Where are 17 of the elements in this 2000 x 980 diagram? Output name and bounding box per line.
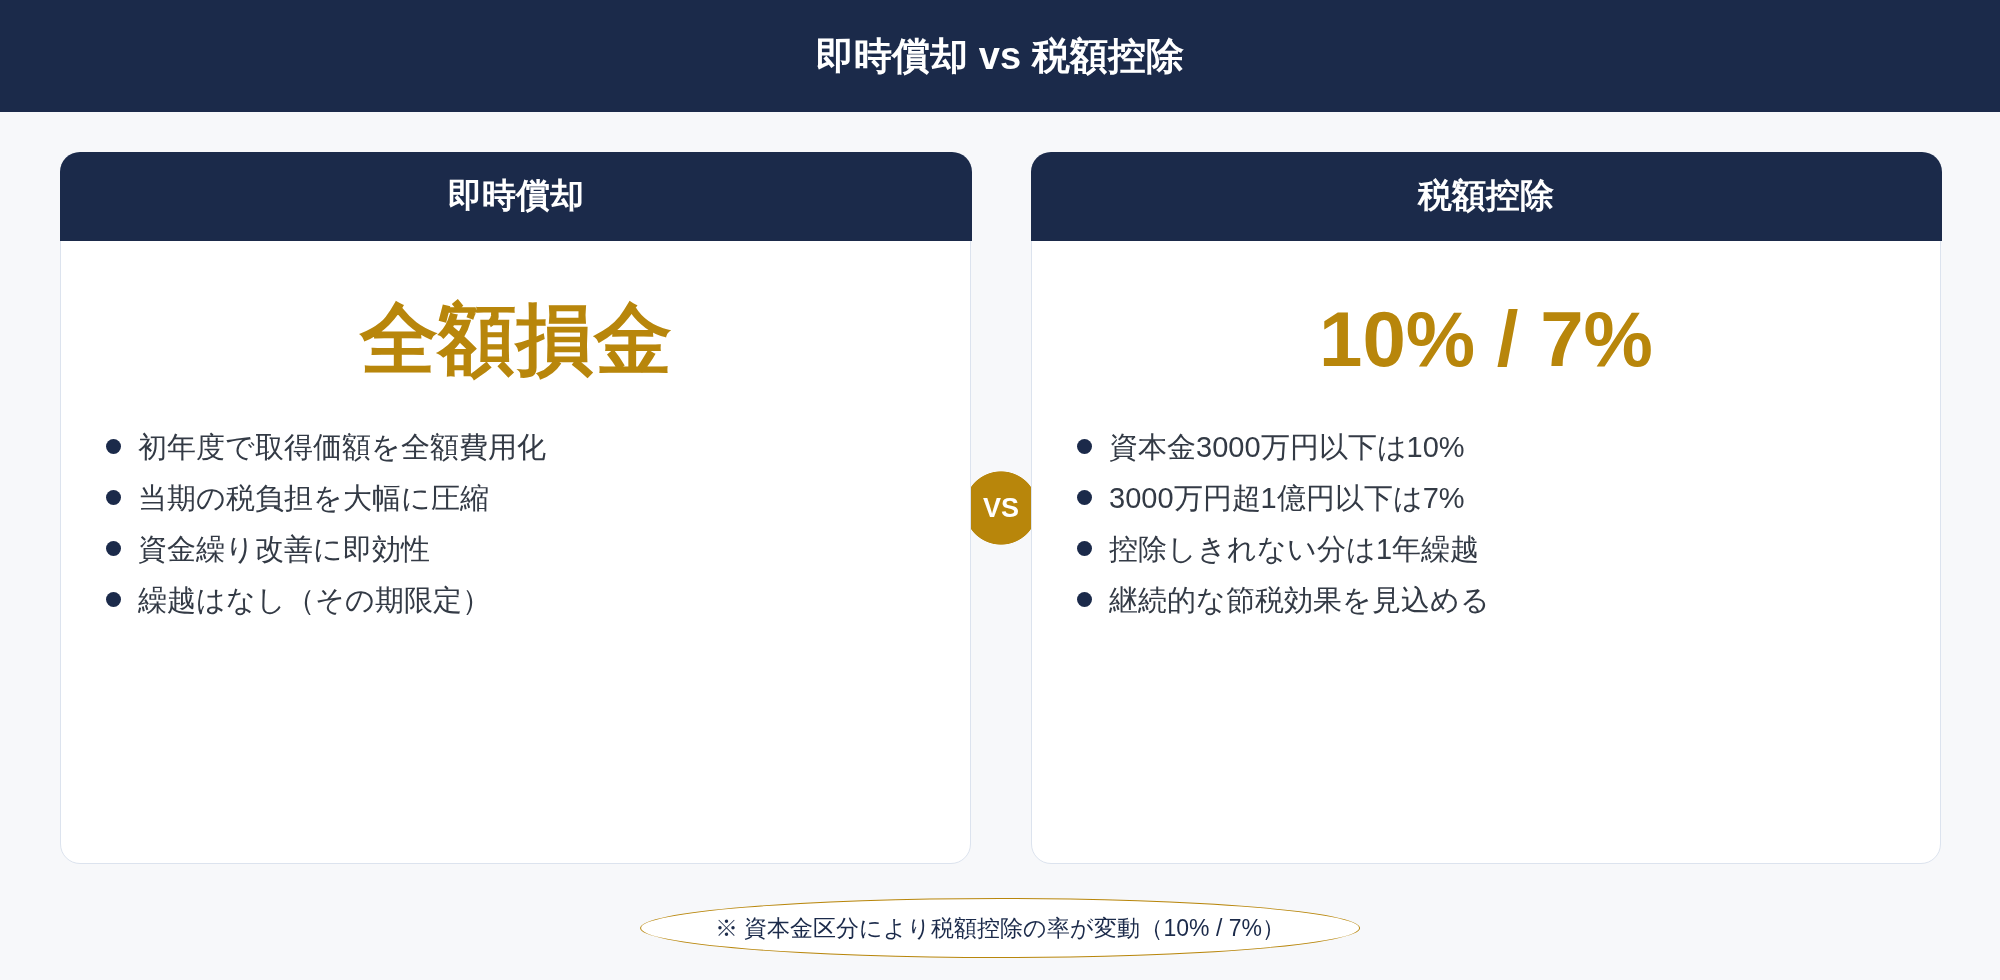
highlight-value: 10% / 7% — [1319, 294, 1653, 385]
bullet-text: 3000万円超1億円以下は7% — [1109, 480, 1465, 516]
bullet-text: 継続的な節税効果を見込める — [1109, 582, 1490, 618]
bullet-text: 控除しきれない分は1年繰越 — [1109, 531, 1480, 567]
card-heading: 即時償却 — [59, 151, 972, 241]
bullet-text: 初年度で取得価額を全額費用化 — [138, 429, 546, 465]
bullet-text: 繰越はなし（その期限定） — [138, 582, 491, 618]
bullet-text: 当期の税負担を大幅に圧縮 — [138, 480, 489, 516]
bullet-text: 資金繰り改善に即効性 — [138, 531, 430, 567]
note-ellipse: ※ 資本金区分により税額控除の率が変動（10% / 7%） — [640, 898, 1360, 958]
comparison-card — [60, 152, 971, 864]
bullet-text: 資本金3000万円以下は10% — [1109, 429, 1465, 465]
vs-badge: VS — [971, 471, 1031, 545]
highlight-value: 全額損金 — [359, 294, 672, 385]
diagram-title: 即時償却 vs 税額控除 — [816, 33, 1184, 79]
card-heading: 税額控除 — [1030, 151, 1942, 241]
comparison-card — [1031, 152, 1941, 864]
